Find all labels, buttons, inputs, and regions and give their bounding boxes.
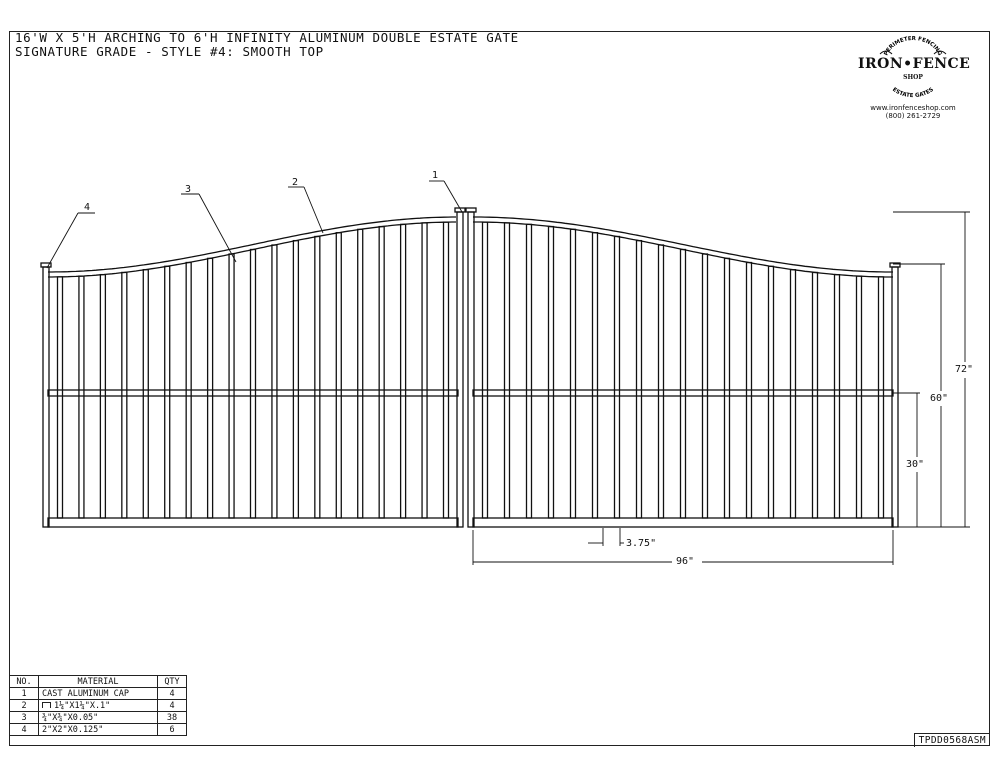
title-line-2: SIGNATURE GRADE - STYLE #4: SMOOTH TOP xyxy=(15,44,324,59)
callout-1: 1 xyxy=(432,170,438,181)
picket xyxy=(547,225,555,519)
picket xyxy=(78,275,85,519)
bom-material: 2"X2"X0.125" xyxy=(38,723,158,736)
picket xyxy=(481,221,489,519)
picket xyxy=(679,248,687,519)
logo-arc-icon: PERIMETER FENCING ESTATE GATES xyxy=(879,36,947,99)
right-mid-rail xyxy=(472,389,894,397)
bom-material: CAST ALUMINUM CAP xyxy=(38,687,158,700)
table-row: 2 1¼"X1¼"X.1" 4 xyxy=(9,699,187,712)
picket xyxy=(206,257,214,519)
dim-width: 96" xyxy=(676,556,694,567)
picket xyxy=(421,222,428,519)
picket xyxy=(789,269,797,519)
right-post-cap xyxy=(465,207,477,213)
picket xyxy=(399,223,407,519)
picket xyxy=(292,239,300,519)
picket xyxy=(613,235,621,519)
picket xyxy=(378,225,385,519)
left-mid-rail xyxy=(47,389,459,397)
picket xyxy=(855,275,863,519)
picket xyxy=(142,268,149,519)
bom-header-no: NO. xyxy=(9,675,39,688)
dim-height-rail: 30" xyxy=(906,459,924,470)
left-bottom-rail xyxy=(47,517,459,528)
right-post-cap xyxy=(889,262,901,268)
bom-no: 1 xyxy=(9,687,39,700)
picket xyxy=(833,273,841,519)
picket xyxy=(121,271,128,519)
logo-website: www.ironfenceshop.com xyxy=(870,104,956,112)
right-bottom-rail xyxy=(472,517,894,528)
bom-material-cell: 1¼"X1¼"X.1" xyxy=(38,699,158,712)
picket xyxy=(56,276,64,519)
logo-phone: (800) 261-2729 xyxy=(885,112,941,120)
picket xyxy=(357,228,364,519)
picket xyxy=(767,265,775,519)
picket xyxy=(525,223,533,519)
picket xyxy=(249,248,257,519)
bom-no: 3 xyxy=(9,711,39,724)
bom-no: 2 xyxy=(9,699,39,712)
left-top-rail xyxy=(48,216,456,273)
picket xyxy=(811,271,819,519)
logo-shop: SHOP xyxy=(903,74,923,81)
left-outer-post xyxy=(42,266,50,528)
drawing-frame xyxy=(9,31,990,746)
tube-section-icon xyxy=(42,702,51,708)
bom-header-material: MATERIAL xyxy=(38,675,158,688)
table-row: 4 2"X2"X0.125" 6 xyxy=(9,723,187,736)
left-post-cap xyxy=(40,262,52,268)
bom-qty: 4 xyxy=(157,699,187,712)
left-inner-post xyxy=(456,211,464,528)
dim-height-max: 72" xyxy=(955,364,973,375)
right-outer-post xyxy=(467,211,475,528)
bom-qty: 38 xyxy=(157,711,187,724)
bom-header-qty: QTY xyxy=(157,675,187,688)
bom-header-row: NO. MATERIAL QTY xyxy=(9,675,187,688)
picket xyxy=(591,232,599,519)
dim-picket-spacing: 3.75" xyxy=(626,538,656,549)
picket xyxy=(745,261,753,519)
picket xyxy=(164,265,171,519)
dim-height-post: 60" xyxy=(930,393,948,404)
picket xyxy=(442,221,450,519)
bom-no: 4 xyxy=(9,723,39,736)
callout-4: 4 xyxy=(84,202,90,213)
picket xyxy=(657,244,665,519)
picket xyxy=(335,232,342,519)
right-inner-post xyxy=(891,266,899,528)
title-line-1: 16'W X 5'H ARCHING TO 6'H INFINITY ALUMI… xyxy=(15,30,519,45)
logo-brand: IRON•FENCE xyxy=(858,56,971,72)
table-row: 3 ¾"X¾"X0.05" 38 xyxy=(9,711,187,724)
table-row: 1 CAST ALUMINUM CAP 4 xyxy=(9,687,187,700)
picket xyxy=(701,253,709,519)
right-top-rail xyxy=(473,216,893,273)
drawing-number: TPDD0568ASM xyxy=(913,733,990,747)
picket xyxy=(635,239,643,519)
bom-material: 1¼"X1¼"X.1" xyxy=(54,700,111,711)
picket xyxy=(877,276,885,519)
bom-material: ¾"X¾"X0.05" xyxy=(38,711,158,724)
picket xyxy=(314,235,321,519)
callout-3: 3 xyxy=(185,184,191,195)
picket xyxy=(185,261,192,519)
bill-of-materials: NO. MATERIAL QTY 1 CAST ALUMINUM CAP 4 2… xyxy=(9,675,187,736)
picket xyxy=(503,222,511,519)
picket xyxy=(271,244,278,519)
drawing-title: 16'W X 5'H ARCHING TO 6'H INFINITY ALUMI… xyxy=(15,31,519,59)
picket xyxy=(723,257,731,519)
bom-qty: 6 xyxy=(157,723,187,736)
callout-2: 2 xyxy=(292,177,298,188)
logo-contact: www.ironfenceshop.com (800) 261-2729 xyxy=(858,104,968,120)
picket xyxy=(99,273,107,519)
picket xyxy=(228,253,235,519)
picket xyxy=(569,228,577,519)
bom-qty: 4 xyxy=(157,687,187,700)
